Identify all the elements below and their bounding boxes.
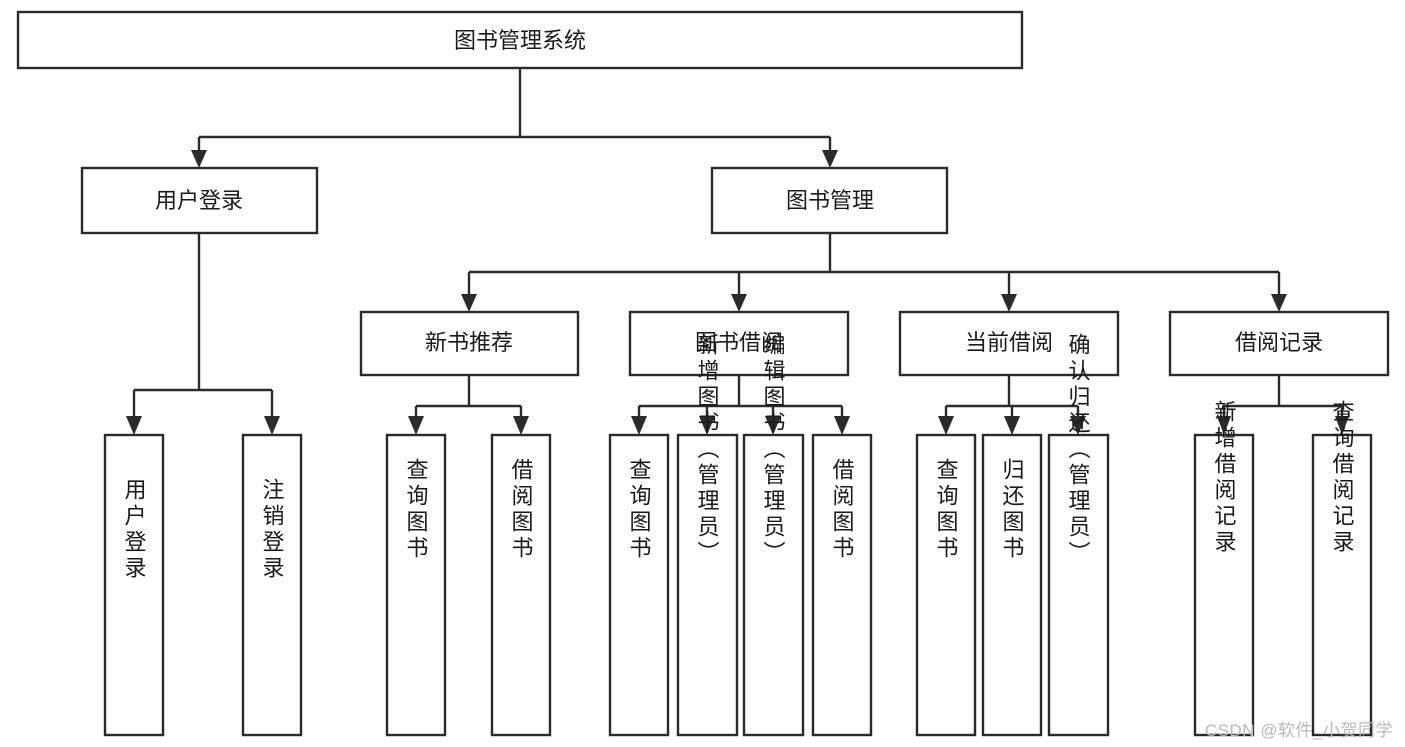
node-leaf-add-record[interactable]: 新增借阅记录 [1193,400,1255,737]
arrowhead-leaf-add-record [1217,416,1231,435]
arrowhead-current-borrow [1001,294,1017,312]
node-leaf-query-book-2-box[interactable] [608,433,670,737]
node-leaf-query-book-2-label: 查询图书 [627,458,652,562]
node-current-borrow-box[interactable] [898,310,1120,377]
arrowhead-borrow-record [1271,294,1287,312]
node-leaf-confirm-return-label: 确认归还（管理员） [1066,333,1091,567]
node-leaf-add-record-label: 新增借阅记录 [1212,400,1237,556]
node-leaf-query-book-2[interactable]: 查询图书 [608,433,670,737]
node-leaf-query-book-3-box[interactable] [915,433,977,737]
node-user-login[interactable]: 用户登录 [80,166,319,235]
node-book-borrow-box[interactable] [628,310,850,377]
node-root[interactable]: 图书管理系统 [16,10,1024,70]
node-leaf-confirm-return[interactable]: 确认归还（管理员） [1047,333,1110,737]
node-leaf-logout[interactable]: 注销登录 [241,433,303,737]
node-leaf-confirm-return-box[interactable] [1047,433,1110,737]
node-leaf-return-book-label: 归还图书 [1000,458,1025,562]
node-new-book-rec-label: 新书推荐 [425,330,513,355]
arrowhead-user-login [191,150,207,168]
node-leaf-return-book[interactable]: 归还图书 [981,433,1043,737]
node-new-book-rec[interactable]: 新书推荐 [359,310,580,377]
node-leaf-borrow-book-1-label: 借阅图书 [509,458,534,562]
node-borrow-record-box[interactable] [1168,310,1390,377]
node-leaf-borrow-book-1-box[interactable] [490,433,552,737]
arrowhead-leaf-logout [264,416,280,435]
node-leaf-query-book-3-label: 查询图书 [934,458,959,562]
node-leaf-edit-book[interactable]: 编辑图书（管理员） [742,333,805,737]
node-user-login-box[interactable] [80,166,319,235]
arrowhead-leaf-query-book-2 [631,416,647,435]
arrowhead-leaf-edit-book [765,416,781,435]
node-new-book-rec-box[interactable] [359,310,580,377]
arrowhead-leaf-query-record [1335,416,1349,435]
node-book-admin-label: 图书管理 [786,188,874,213]
arrowhead-leaf-confirm-return [1070,416,1086,435]
node-root-label: 图书管理系统 [454,28,586,53]
node-leaf-return-book-box[interactable] [981,433,1043,737]
node-book-admin[interactable]: 图书管理 [710,166,949,235]
node-root-box[interactable] [16,10,1024,70]
arrowhead-leaf-add-book [699,416,715,435]
arrowhead-leaf-user-login [126,416,142,435]
node-leaf-query-record-label: 查询借阅记录 [1330,400,1355,556]
node-leaf-query-book-3[interactable]: 查询图书 [915,433,977,737]
node-leaf-query-record[interactable]: 查询借阅记录 [1311,400,1373,737]
arrowhead-book-borrow [731,294,747,312]
node-leaf-logout-label: 注销登录 [260,478,285,582]
node-leaf-add-book-label: 新增图书（管理员） [695,333,720,567]
node-leaf-user-login-box[interactable] [103,433,165,737]
arrowhead-leaf-borrow-book-1 [513,416,529,435]
node-book-admin-box[interactable] [710,166,949,235]
arrowhead-leaf-query-book-3 [938,416,954,435]
node-leaf-borrow-book-1[interactable]: 借阅图书 [490,433,552,737]
node-leaf-user-login-label: 用户登录 [122,478,147,582]
node-leaf-query-book-1[interactable]: 查询图书 [385,433,447,737]
node-leaf-logout-box[interactable] [241,433,303,737]
connector-layer [126,68,1349,435]
arrowhead-leaf-query-book-1 [408,416,424,435]
node-leaf-add-record-box[interactable] [1193,433,1255,737]
node-leaf-query-book-1-box[interactable] [385,433,447,737]
node-leaf-edit-book-box[interactable] [742,433,805,737]
node-book-borrow-label: 图书借阅 [695,330,783,355]
node-user-login-label: 用户登录 [155,188,243,213]
node-leaf-user-login[interactable]: 用户登录 [103,433,165,737]
node-leaf-query-record-box[interactable] [1311,433,1373,737]
node-leaf-add-book-box[interactable] [676,433,739,737]
node-current-borrow[interactable]: 当前借阅 [898,310,1120,377]
node-leaf-borrow-book-2[interactable]: 借阅图书 [811,433,873,737]
node-leaf-borrow-book-2-label: 借阅图书 [830,458,855,562]
node-current-borrow-label: 当前借阅 [965,330,1053,355]
arrowhead-new-book-rec [461,294,477,312]
node-leaf-add-book[interactable]: 新增图书（管理员） [676,333,739,737]
node-leaf-query-book-1-label: 查询图书 [404,458,429,562]
node-leaf-edit-book-label: 编辑图书（管理员） [761,333,786,567]
node-borrow-record[interactable]: 借阅记录 [1168,310,1390,377]
node-book-borrow[interactable]: 图书借阅 [628,310,850,377]
arrowhead-leaf-borrow-book-2 [834,416,850,435]
arrowhead-leaf-return-book [1004,416,1020,435]
node-leaf-borrow-book-2-box[interactable] [811,433,873,737]
arrowhead-book-admin [822,150,838,168]
node-borrow-record-label: 借阅记录 [1235,330,1323,355]
